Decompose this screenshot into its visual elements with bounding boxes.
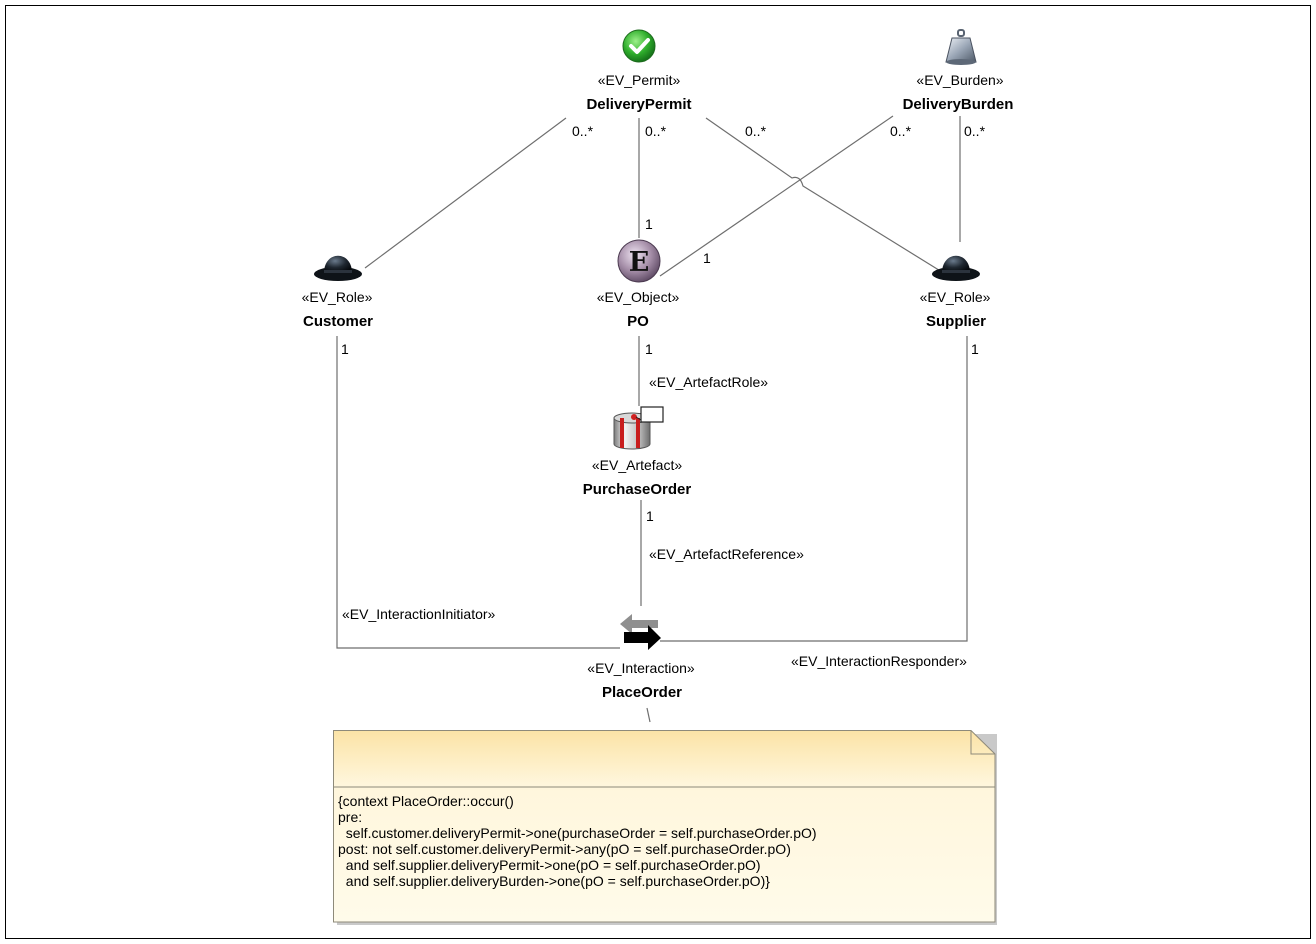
weight-icon [945,29,977,65]
place-order-stereotype: «EV_Interaction» [587,660,695,676]
interaction-initiator-label: «EV_InteractionInitiator» [342,606,496,622]
customer-stereotype: «EV_Role» [301,289,373,305]
mult-burden-po: 0..* [890,123,912,139]
note-anchor-line [646,707,651,723]
bowler-hat-icon [314,255,362,281]
mult-permit-po: 0..* [645,123,667,139]
bowler-hat-icon [932,255,980,281]
burden-po-line[interactable] [659,115,894,277]
check-circle-icon [622,29,656,63]
mult-po-from-permit: 1 [645,216,653,232]
supplier-stereotype: «EV_Role» [919,289,991,305]
constraint-note[interactable] [333,730,998,926]
permit-name[interactable]: DeliveryPermit [586,96,692,113]
svg-text:E: E [629,247,650,278]
burden-name[interactable]: DeliveryBurden [902,96,1014,113]
interaction-responder-label: «EV_InteractionResponder» [791,653,967,669]
mult-burden-supplier: 0..* [964,123,986,139]
po-stereotype: «EV_Object» [596,289,680,305]
note-text: {context PlaceOrder::occur() pre: self.c… [338,793,817,889]
supplier-name[interactable]: Supplier [925,313,987,330]
artefact-role-label: «EV_ArtefactRole» [649,374,769,390]
mult-supplier-bottom: 1 [971,341,979,357]
mult-customer-bottom: 1 [341,341,349,357]
purchase-order-name[interactable]: PurchaseOrder [582,481,692,498]
diagram-frame [5,5,1311,939]
artefact-icon [613,406,664,450]
mult-po-from-burden: 1 [703,250,711,266]
initiator-line[interactable] [336,336,620,649]
mult-po-bottom: 1 [645,341,653,357]
permit-stereotype: «EV_Permit» [597,72,681,88]
mult-permit-customer: 0..* [572,123,594,139]
responder-line[interactable] [660,336,968,642]
burden-stereotype: «EV_Burden» [916,72,1004,88]
mult-purchase-order-bottom: 1 [646,508,654,524]
place-order-name[interactable]: PlaceOrder [601,684,683,701]
permit-supplier-line[interactable] [705,117,943,273]
mult-permit-supplier: 0..* [745,123,767,139]
interaction-arrows-icon [620,614,661,650]
permit-customer-line[interactable] [364,117,567,269]
po-name[interactable]: PO [627,313,649,330]
purchase-order-stereotype: «EV_Artefact» [591,457,683,473]
customer-name[interactable]: Customer [302,313,374,330]
object-e-icon: E [617,239,661,283]
artefact-reference-label: «EV_ArtefactReference» [649,546,804,562]
